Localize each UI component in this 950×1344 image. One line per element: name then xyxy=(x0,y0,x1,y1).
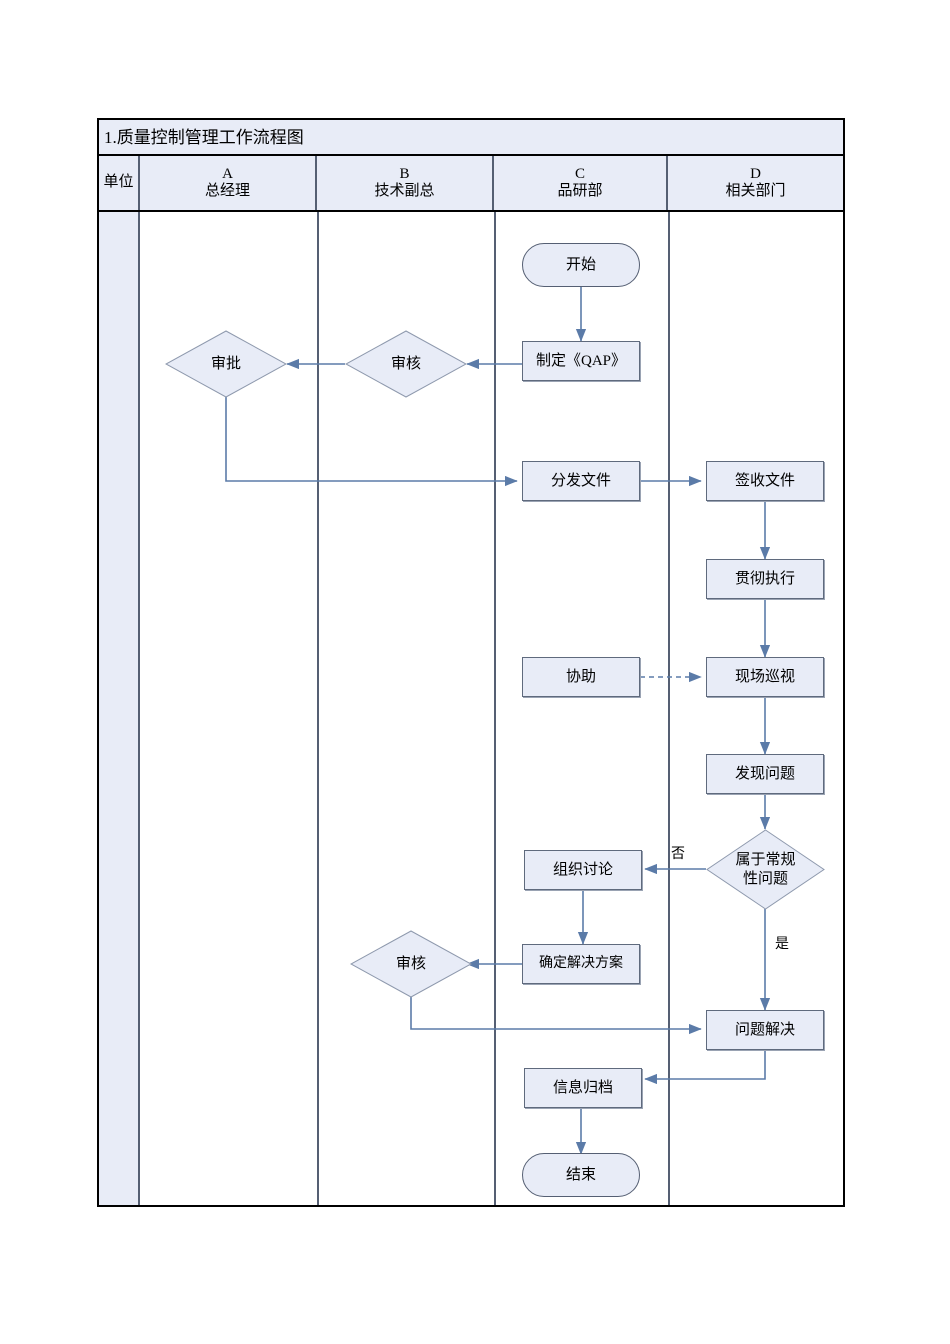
node-site-inspection[interactable]: 现场巡视 xyxy=(706,657,824,697)
header-cell-c: C 品研部 xyxy=(494,156,668,210)
page-title: 1.质量控制管理工作流程图 xyxy=(104,127,304,147)
header-cell-b: B 技术副总 xyxy=(317,156,494,210)
diamond-shape xyxy=(350,930,472,998)
lane-divider-c-d xyxy=(668,212,670,1205)
node-sign-receipt[interactable]: 签收文件 xyxy=(706,461,824,501)
node-review-2[interactable]: 审核 xyxy=(350,930,472,998)
header-unit-label: 单位 xyxy=(103,174,134,191)
node-find-problem-label: 发现问题 xyxy=(734,765,795,782)
node-distribute-documents-label: 分发文件 xyxy=(550,472,611,489)
node-problem-resolved[interactable]: 问题解决 xyxy=(706,1010,824,1050)
header-name-a: 总经理 xyxy=(204,183,250,199)
node-problem-resolved-label: 问题解决 xyxy=(734,1021,795,1038)
node-organize-discussion[interactable]: 组织讨论 xyxy=(524,850,642,890)
node-find-problem[interactable]: 发现问题 xyxy=(706,754,824,794)
swimlane-body xyxy=(99,212,843,1205)
node-start[interactable]: 开始 xyxy=(522,243,640,287)
header-letter-b: B xyxy=(399,165,410,182)
node-is-routine-problem[interactable]: 属于常规 性问题 xyxy=(706,829,825,910)
header-letter-c: C xyxy=(574,165,585,182)
node-implement-label: 贯彻执行 xyxy=(734,570,795,587)
node-review-2-label: 审核 xyxy=(395,955,426,972)
edge-label-no: 否 xyxy=(671,847,685,862)
node-review-1[interactable]: 审核 xyxy=(345,330,467,398)
node-implement[interactable]: 贯彻执行 xyxy=(706,559,824,599)
node-approve[interactable]: 审批 xyxy=(165,330,287,398)
lane-divider-b-c xyxy=(494,212,496,1205)
node-site-inspection-label: 现场巡视 xyxy=(734,668,795,685)
diamond-shape xyxy=(345,330,467,398)
node-assist-label: 协助 xyxy=(565,668,596,685)
node-determine-solution-label: 确定解决方案 xyxy=(539,956,623,972)
edge-label-yes: 是 xyxy=(775,937,789,952)
lane-divider-a-b xyxy=(317,212,319,1205)
node-approve-label: 审批 xyxy=(210,355,241,372)
flowchart-title-row: 1.质量控制管理工作流程图 xyxy=(99,120,843,156)
node-organize-discussion-label: 组织讨论 xyxy=(552,861,613,878)
node-make-qap-label: 制定《QAP》 xyxy=(535,352,626,369)
node-end-label: 结束 xyxy=(565,1166,596,1183)
header-cell-a: A 总经理 xyxy=(140,156,317,210)
header-cell-d: D 相关部门 xyxy=(668,156,843,210)
diamond-shape xyxy=(706,829,825,910)
node-archive-information[interactable]: 信息归档 xyxy=(524,1068,642,1108)
header-name-b: 技术副总 xyxy=(374,183,435,199)
header-name-c: 品研部 xyxy=(557,183,603,199)
node-review-1-label: 审核 xyxy=(390,355,421,372)
header-letter-d: D xyxy=(750,165,761,182)
node-assist[interactable]: 协助 xyxy=(522,657,640,697)
node-distribute-documents[interactable]: 分发文件 xyxy=(522,461,640,501)
node-archive-information-label: 信息归档 xyxy=(552,1079,613,1096)
node-sign-receipt-label: 签收文件 xyxy=(734,472,795,489)
node-make-qap[interactable]: 制定《QAP》 xyxy=(522,341,640,381)
diamond-shape xyxy=(165,330,287,398)
node-determine-solution[interactable]: 确定解决方案 xyxy=(522,944,640,984)
node-end[interactable]: 结束 xyxy=(522,1153,640,1197)
node-start-label: 开始 xyxy=(565,256,596,273)
unit-column-shading xyxy=(99,212,140,1205)
header-name-d: 相关部门 xyxy=(725,183,786,199)
header-letter-a: A xyxy=(222,165,233,182)
header-cell-unit: 单位 xyxy=(99,156,140,210)
node-is-routine-problem-label: 属于常规 性问题 xyxy=(735,851,796,887)
column-header-row: 单位 A 总经理 B 技术副总 C 品研部 D 相关部门 xyxy=(99,156,843,212)
